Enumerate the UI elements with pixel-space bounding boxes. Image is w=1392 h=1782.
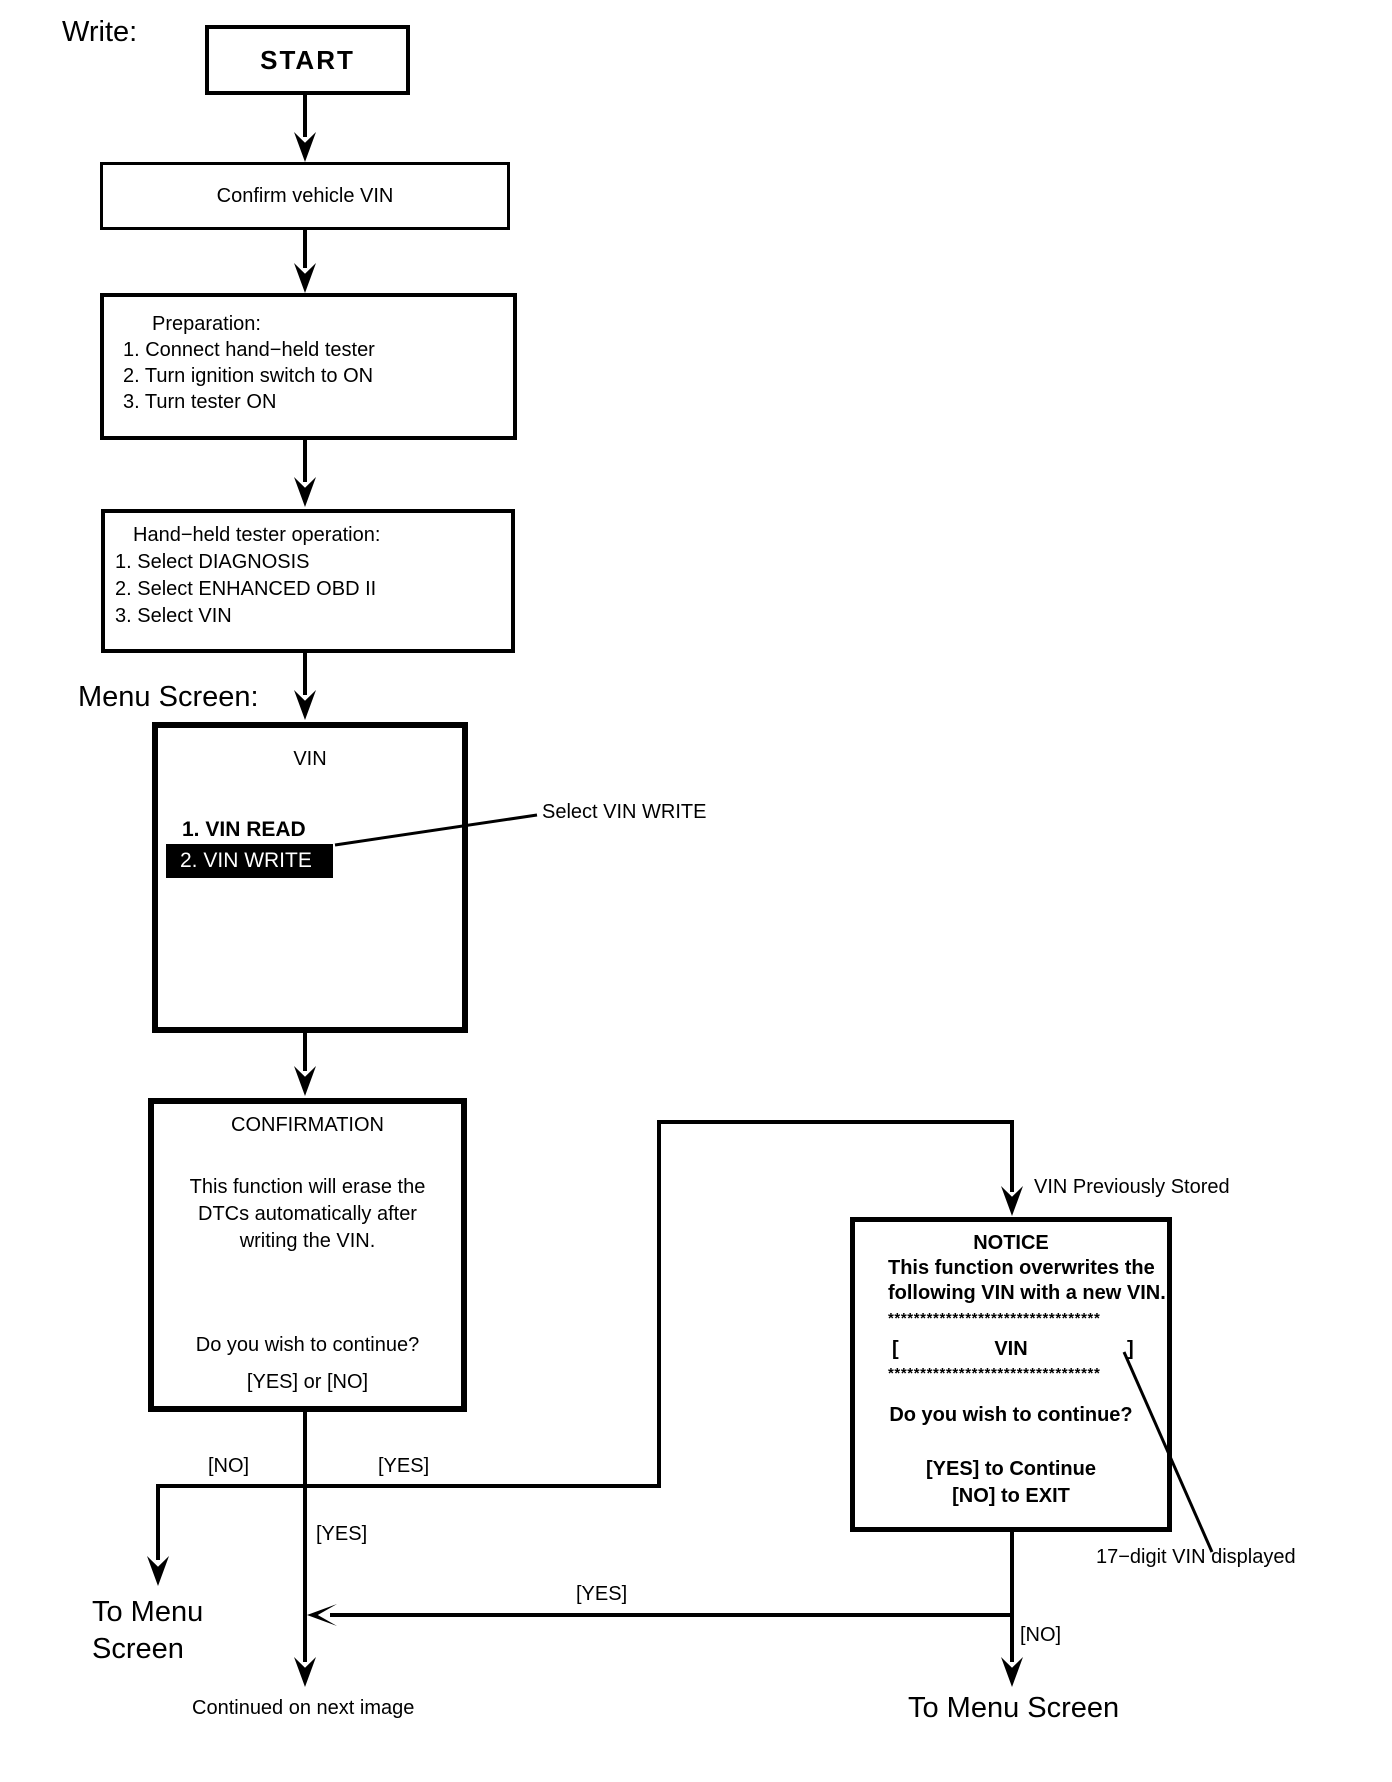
vin-previously-stored-caption: VIN Previously Stored: [1034, 1176, 1230, 1198]
connector-yes-up: [657, 1120, 661, 1488]
connector-confirm-to-preparation: [303, 230, 307, 268]
notice-yes-instruction: [YES] to Continue: [926, 1458, 1096, 1480]
edge-label-yes: [YES]: [378, 1455, 430, 1477]
vin-bracket-close: ]: [1127, 1338, 1134, 1360]
notice-body-line: This function overwrites the: [888, 1257, 1155, 1279]
vin-digits-callout: 17−digit VIN displayed: [1096, 1546, 1296, 1568]
confirmation-options: [YES] or [NO]: [246, 1371, 369, 1393]
confirmation-body-line: This function will erase the: [189, 1176, 426, 1198]
connector-preparation-to-tester: [303, 440, 307, 482]
confirmation-title: CONFIRMATION: [231, 1114, 384, 1136]
to-menu-screen-caption-left: To Menu: [92, 1596, 204, 1628]
confirmation-screen-node: CONFIRMATION This function will erase th…: [148, 1098, 467, 1412]
preparation-title: Preparation:: [152, 313, 261, 335]
write-section-caption: Write:: [62, 16, 138, 48]
tester-operation-step: 1. Select DIAGNOSIS: [115, 551, 310, 573]
connector-into-notice: [1010, 1120, 1014, 1192]
preparation-step: 3. Turn tester ON: [123, 391, 277, 413]
notice-no-instruction: [NO] to EXIT: [952, 1485, 1070, 1507]
menu-screen-caption: Menu Screen:: [78, 681, 259, 713]
notice-body-line: following VIN with a new VIN.: [888, 1282, 1166, 1304]
notice-screen-node: NOTICE This function overwrites the foll…: [850, 1217, 1172, 1532]
confirmation-body-line: DTCs automatically after: [198, 1203, 417, 1225]
branch-line-yes-no: [156, 1484, 661, 1488]
tester-operation-node: Hand−held tester operation: 1. Select DI…: [101, 509, 515, 653]
notice-question: Do you wish to continue?: [889, 1404, 1133, 1426]
connector-start-to-confirm: [303, 95, 307, 137]
edge-label-yes: [YES]: [316, 1523, 368, 1545]
arrowhead-down-icon: [147, 1556, 169, 1586]
to-menu-screen-caption-right: To Menu Screen: [908, 1692, 1120, 1724]
connector-notice-down: [1010, 1532, 1014, 1662]
connector-yes-return: [330, 1613, 1014, 1617]
vin-menu-title: VIN: [293, 748, 327, 770]
vin-menu-screen-node: VIN 1. VIN READ 2. VIN WRITE: [152, 722, 468, 1033]
tester-operation-title: Hand−held tester operation:: [133, 524, 381, 546]
notice-title: NOTICE: [973, 1232, 1049, 1254]
notice-vin-label: VIN: [994, 1338, 1028, 1360]
connector-tester-to-vin-menu: [303, 653, 307, 695]
connector-vin-menu-to-confirmation: [303, 1033, 307, 1071]
to-menu-screen-caption-left: Screen: [92, 1633, 184, 1665]
vin-bracket-open: [: [892, 1338, 899, 1360]
tester-operation-step: 3. Select VIN: [115, 605, 232, 627]
edge-label-yes: [YES]: [576, 1583, 628, 1605]
notice-vin-row: [ VIN ]: [855, 1338, 1167, 1362]
asterisk-separator: *********************************: [888, 1365, 1101, 1382]
confirmation-question: Do you wish to continue?: [195, 1334, 420, 1356]
preparation-step: 2. Turn ignition switch to ON: [123, 365, 374, 387]
start-node: START: [205, 25, 410, 95]
tester-operation-step: 2. Select ENHANCED OBD II: [115, 578, 377, 600]
preparation-step: 1. Connect hand−held tester: [123, 339, 375, 361]
menu-item-vin-write-selected: 2. VIN WRITE: [166, 844, 333, 878]
continued-next-image-caption: Continued on next image: [192, 1697, 415, 1719]
confirmation-body-line: writing the VIN.: [239, 1230, 376, 1252]
connector-no-to-menu: [156, 1484, 160, 1560]
start-label: START: [260, 45, 355, 75]
asterisk-separator: *********************************: [888, 1310, 1101, 1327]
confirm-vin-node: Confirm vehicle VIN: [100, 162, 510, 230]
menu-item-vin-read: 1. VIN READ: [182, 818, 306, 841]
connector-yes-across: [657, 1120, 1014, 1124]
connector-confirmation-down: [303, 1412, 307, 1662]
edge-label-no: [NO]: [1020, 1624, 1062, 1646]
preparation-node: Preparation: 1. Connect hand−held tester…: [100, 293, 517, 440]
confirm-vin-label: Confirm vehicle VIN: [216, 185, 394, 207]
select-vin-write-callout: Select VIN WRITE: [542, 801, 707, 823]
edge-label-no: [NO]: [208, 1455, 250, 1477]
